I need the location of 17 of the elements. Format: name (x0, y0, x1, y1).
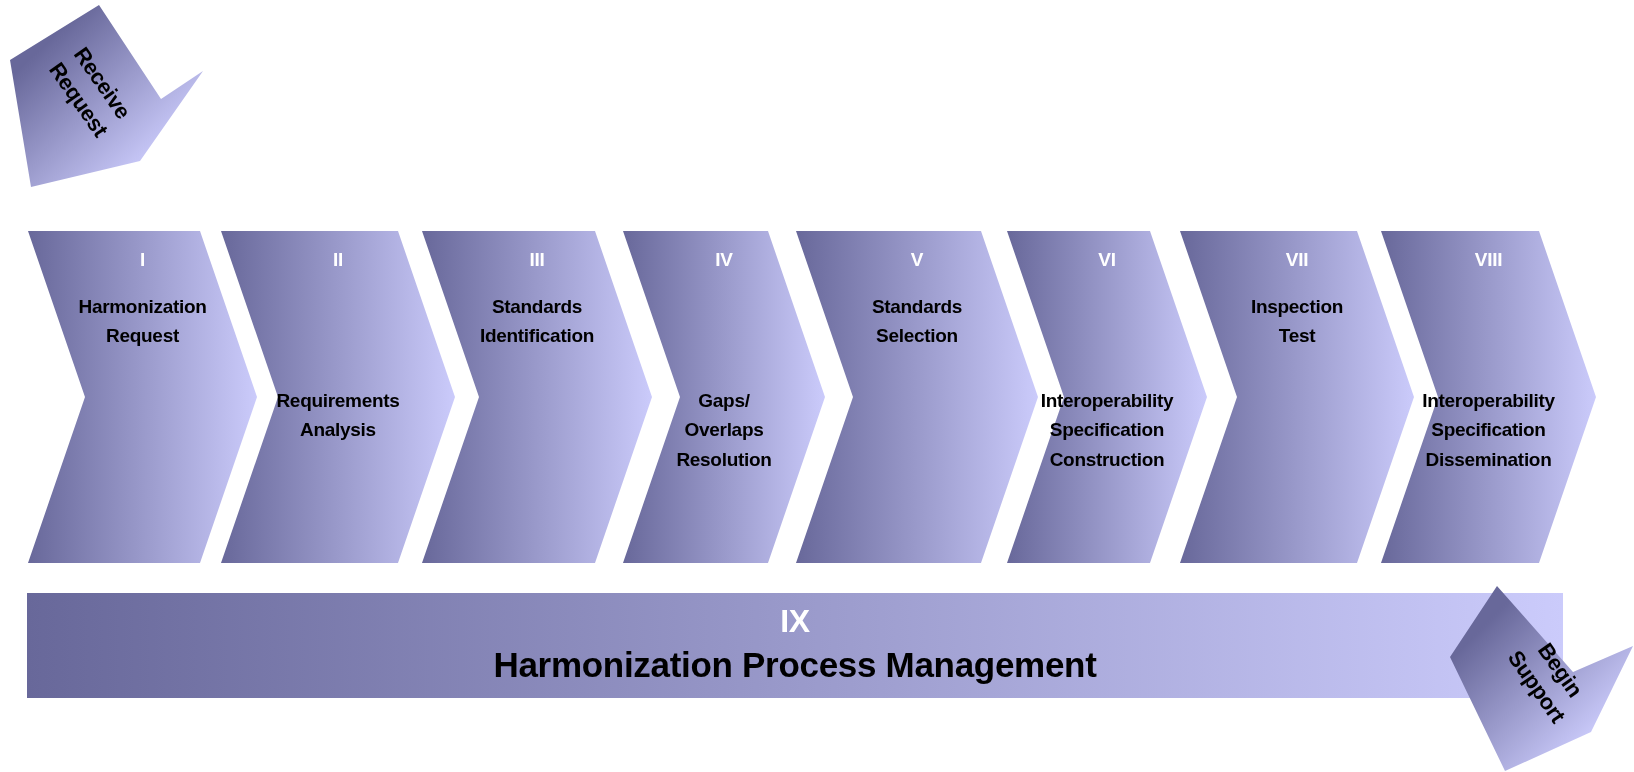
step-title: Interoperability Specification Construction (1039, 389, 1175, 472)
step-numeral: VI (1097, 248, 1117, 272)
step-numeral: V (909, 248, 925, 272)
step-title: Interoperability Specification Dissemination (1421, 389, 1556, 472)
step-numeral: III (528, 248, 546, 272)
step-numeral: IV (714, 248, 734, 272)
step-numeral: II (332, 248, 344, 272)
step-numeral: I (139, 248, 146, 272)
step-title: Standards Selection (870, 295, 964, 349)
step-numeral: IX (779, 603, 811, 640)
step-numeral: VIII (1473, 248, 1504, 272)
step-title: Standards Identification (479, 295, 595, 349)
step-title: Gaps/ Overlaps Resolution (675, 389, 773, 472)
step-numeral: VII (1284, 248, 1310, 272)
step-title: Inspection Test (1250, 295, 1344, 349)
step-title: Requirements Analysis (275, 389, 401, 443)
step-title: Harmonization Request (77, 295, 208, 349)
